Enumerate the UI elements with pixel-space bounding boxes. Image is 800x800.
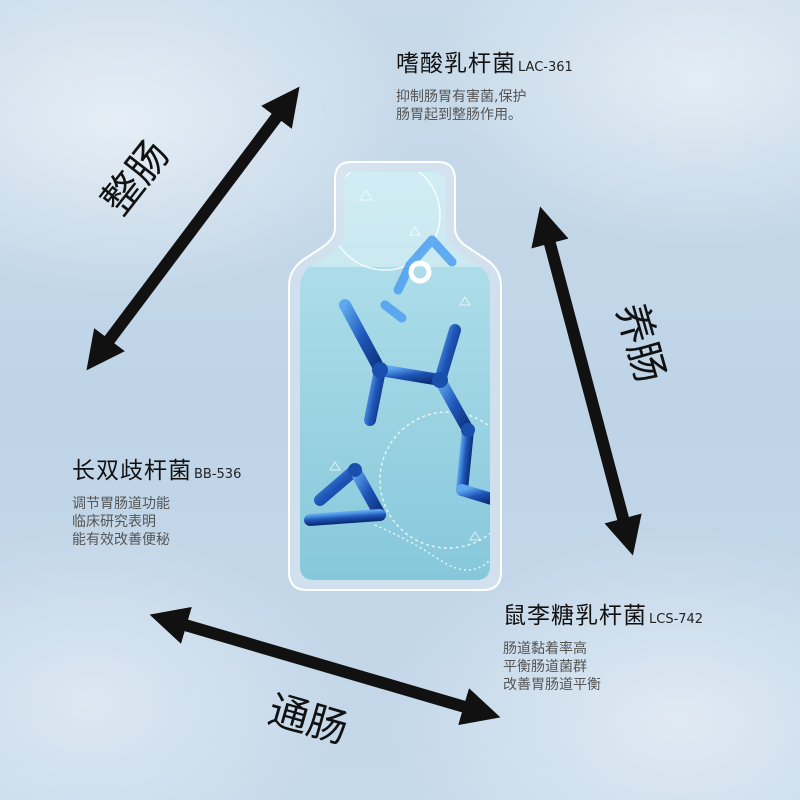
strain-left-title: 长双歧杆菌 BB-536: [72, 451, 241, 485]
strain-right: 鼠李糖乳杆菌 LCS-742 肠道黏着率高 平衡肠道菌群 改善胃肠道平衡: [503, 596, 703, 694]
description-line: 能有效改善便秘: [72, 532, 170, 548]
description-line: 调节胃肠道功能: [72, 496, 170, 512]
strain-right-title: 鼠李糖乳杆菌 LCS-742: [503, 596, 703, 630]
arrow-top-left: [86, 86, 300, 371]
arrow-right: [531, 206, 642, 556]
description-line: 改善胃肠道平衡: [503, 677, 601, 693]
strain-top-description: 抑制肠胃有害菌,保护 肠胃起到整肠作用。: [396, 88, 573, 124]
description-line: 抑制肠胃有害菌,保护: [396, 89, 527, 105]
strain-code: BB-536: [194, 467, 242, 482]
arrow-bottom: [149, 606, 501, 726]
description-line: 临床研究表明: [72, 514, 156, 530]
strain-name: 嗜酸乳杆菌: [396, 51, 516, 77]
strain-code: LCS-742: [649, 612, 704, 627]
description-line: 平衡肠道菌群: [503, 659, 587, 675]
strain-right-description: 肠道黏着率高 平衡肠道菌群 改善胃肠道平衡: [503, 640, 703, 694]
strain-left: 长双歧杆菌 BB-536 调节胃肠道功能 临床研究表明 能有效改善便秘: [72, 451, 241, 549]
strain-top-title: 嗜酸乳杆菌 LAC-361: [396, 44, 573, 78]
strain-name: 长双歧杆菌: [72, 458, 192, 484]
strain-code: LAC-361: [518, 60, 573, 75]
strain-top: 嗜酸乳杆菌 LAC-361 抑制肠胃有害菌,保护 肠胃起到整肠作用。: [396, 44, 573, 124]
description-line: 肠道黏着率高: [503, 641, 587, 657]
description-line: 肠胃起到整肠作用。: [396, 107, 522, 123]
strain-name: 鼠李糖乳杆菌: [503, 603, 647, 629]
strain-left-description: 调节胃肠道功能 临床研究表明 能有效改善便秘: [72, 495, 241, 549]
